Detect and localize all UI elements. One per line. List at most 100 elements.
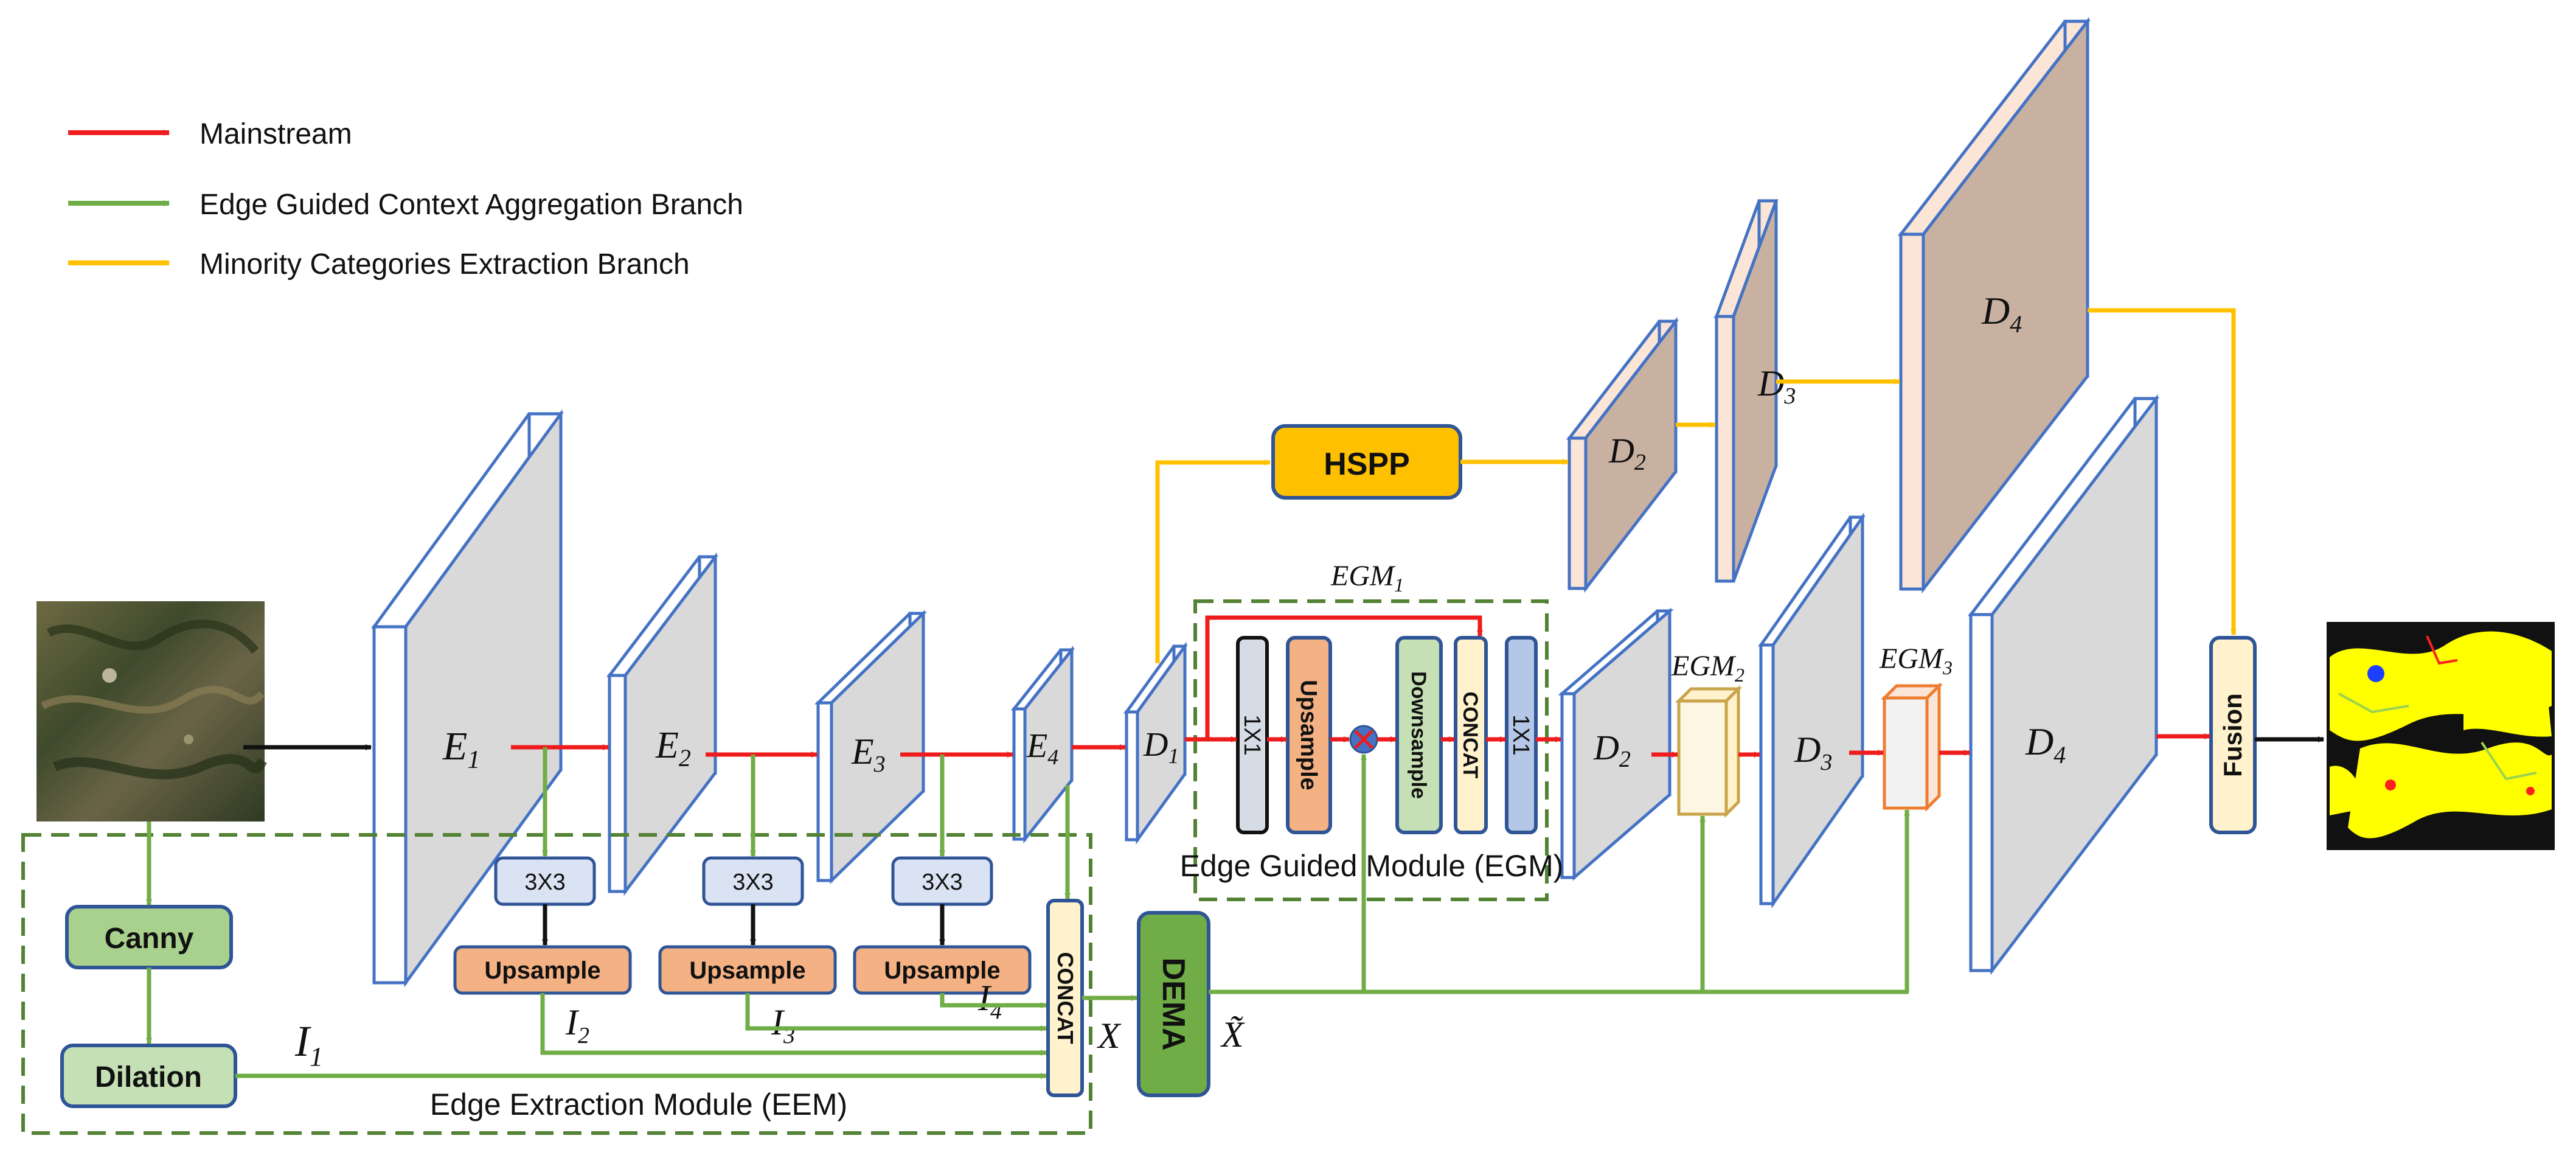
egm2-subscript: 2	[1735, 664, 1745, 686]
input-image	[36, 601, 268, 821]
encoder-e1: E1	[371, 409, 564, 988]
e4-label: E	[1026, 727, 1047, 765]
i2-subscript: 2	[578, 1023, 589, 1048]
svg-text:D1: D1	[1143, 726, 1179, 768]
legend-minority-label: Minority Categories Extraction Branch	[200, 248, 690, 281]
decoder-d1: D1	[1123, 641, 1188, 845]
svg-text:I3: I3	[771, 1002, 795, 1048]
e1-label: E	[442, 724, 467, 769]
egm-upsample-label: Upsample	[1296, 680, 1321, 790]
egm-conv2-label: 1X1	[1508, 714, 1533, 756]
svg-text:I2: I2	[565, 1002, 589, 1048]
i4-subscript: 4	[990, 999, 1002, 1024]
output-segmentation-map	[2327, 622, 2555, 850]
d3-grey-subscript: 3	[1820, 750, 1832, 775]
d2-brown-label: D	[1608, 431, 1634, 470]
eem-concat-label: CONCAT	[1053, 952, 1078, 1044]
edge-arrows	[146, 747, 1910, 1079]
up2-to-concat-arrow	[745, 993, 1047, 1031]
svg-text:D4: D4	[1981, 289, 2022, 338]
upsample-2-label: Upsample	[689, 957, 805, 984]
e1-subscript: 1	[467, 746, 480, 774]
encoder-e4: E4	[1010, 645, 1075, 844]
i1-subscript: 1	[310, 1042, 323, 1072]
decoder-d2-grey: D2	[1558, 607, 1674, 881]
upsample-1-label: Upsample	[484, 957, 600, 984]
up1-to-concat-arrow	[540, 993, 1047, 1056]
d3-brown-subscript: 3	[1783, 383, 1796, 409]
egm3-label: EGM	[1879, 643, 1945, 675]
decoder-d4-brown: D4	[1897, 16, 2091, 594]
conv3x3-3-label: 3X3	[922, 870, 963, 895]
upsample-3-label: Upsample	[884, 957, 1000, 984]
svg-text:D2: D2	[1593, 728, 1631, 772]
e2-label: E	[655, 725, 679, 766]
egm3-subscript: 3	[1942, 657, 1953, 678]
d2-grey-label: D	[1593, 728, 1619, 767]
eem-caption: Edge Extraction Module (EEM)	[430, 1087, 847, 1121]
e4-subscript: 4	[1047, 745, 1058, 769]
hspp-block: HSPP	[1271, 424, 1462, 500]
egm3-block: EGM3	[1879, 643, 1953, 812]
multiply-icon	[1349, 725, 1378, 754]
svg-text:E1: E1	[442, 724, 480, 774]
egm2-label: EGM	[1671, 650, 1737, 682]
e2-subscript: 2	[679, 744, 691, 772]
svg-text:E4: E4	[1026, 727, 1058, 769]
egm-caption: Edge Guided Module (EGM)	[1180, 849, 1564, 883]
d1-label: D	[1143, 726, 1168, 764]
i4-label: I	[977, 978, 992, 1018]
svg-text:D3: D3	[1757, 363, 1796, 409]
fusion-label: Fusion	[2218, 693, 2247, 777]
conv-to-upsample-arrows	[542, 904, 945, 946]
decoder-d3-grey: D3	[1758, 512, 1866, 909]
i2-label: I	[565, 1002, 580, 1042]
d2-grey-subscript: 2	[1619, 747, 1631, 772]
up3-to-concat-arrow	[940, 993, 1047, 1008]
e3-label: E	[851, 731, 874, 772]
dema-label: DEMA	[1156, 957, 1191, 1050]
d1-subscript: 1	[1168, 744, 1179, 768]
d4-to-fusion-arrow	[2088, 308, 2237, 635]
egm-skip-arrow	[1205, 615, 1483, 739]
x-tilde-label: X̃	[1220, 1014, 1245, 1055]
d2-brown-subscript: 2	[1634, 450, 1646, 475]
egm-downsample-label: Downsample	[1407, 671, 1430, 799]
decoder-d2-brown: D2	[1566, 316, 1679, 593]
legend-mainstream-label: Mainstream	[200, 118, 352, 150]
d4-grey-label: D	[2025, 720, 2054, 763]
encoder-e3: E3	[814, 610, 928, 884]
legend-edge-label: Edge Guided Context Aggregation Branch	[200, 189, 743, 221]
x-label: X	[1097, 1016, 1122, 1056]
d1-to-hspp-arrow	[1155, 459, 1271, 663]
egm-conv1-label: 1X1	[1239, 714, 1265, 756]
minority-arrows	[1155, 308, 2237, 663]
hspp-label: HSPP	[1324, 447, 1410, 482]
d4-grey-subscript: 4	[2054, 741, 2066, 769]
encoder-e2: E2	[606, 552, 719, 896]
d4-brown-label: D	[1981, 289, 2010, 332]
svg-text:D3: D3	[1794, 730, 1832, 775]
egm1-subscript: 1	[1394, 574, 1404, 596]
egm2-block: EGM2	[1671, 650, 1745, 818]
dilation-label: Dilation	[95, 1061, 202, 1093]
svg-text:D4: D4	[2025, 720, 2066, 769]
egm-concat-label: CONCAT	[1459, 692, 1482, 779]
eem-module: Edge Extraction Module (EEM) Canny Dilat…	[21, 833, 1092, 1135]
decoder-d4-grey: D4	[1967, 394, 2160, 975]
egm1-module: EGM1 Edge Guided Module (EGM) 1X1 Upsamp…	[1180, 560, 1564, 901]
svg-text:I1: I1	[294, 1017, 323, 1072]
i3-label: I	[771, 1002, 785, 1042]
legend: Mainstream Edge Guided Context Aggregati…	[68, 118, 743, 281]
fusion-block: Fusion	[2209, 636, 2257, 834]
e3-subscript: 3	[873, 752, 886, 777]
d3-grey-label: D	[1794, 730, 1821, 770]
conv3x3-1-label: 3X3	[524, 870, 566, 895]
conv3x3-2-label: 3X3	[732, 870, 774, 895]
mainstream-arrows	[511, 615, 2210, 758]
egm1-label: EGM	[1330, 560, 1396, 592]
d4-brown-subscript: 4	[2010, 310, 2022, 338]
svg-text:E3: E3	[851, 731, 886, 777]
svg-text:E2: E2	[655, 725, 691, 772]
